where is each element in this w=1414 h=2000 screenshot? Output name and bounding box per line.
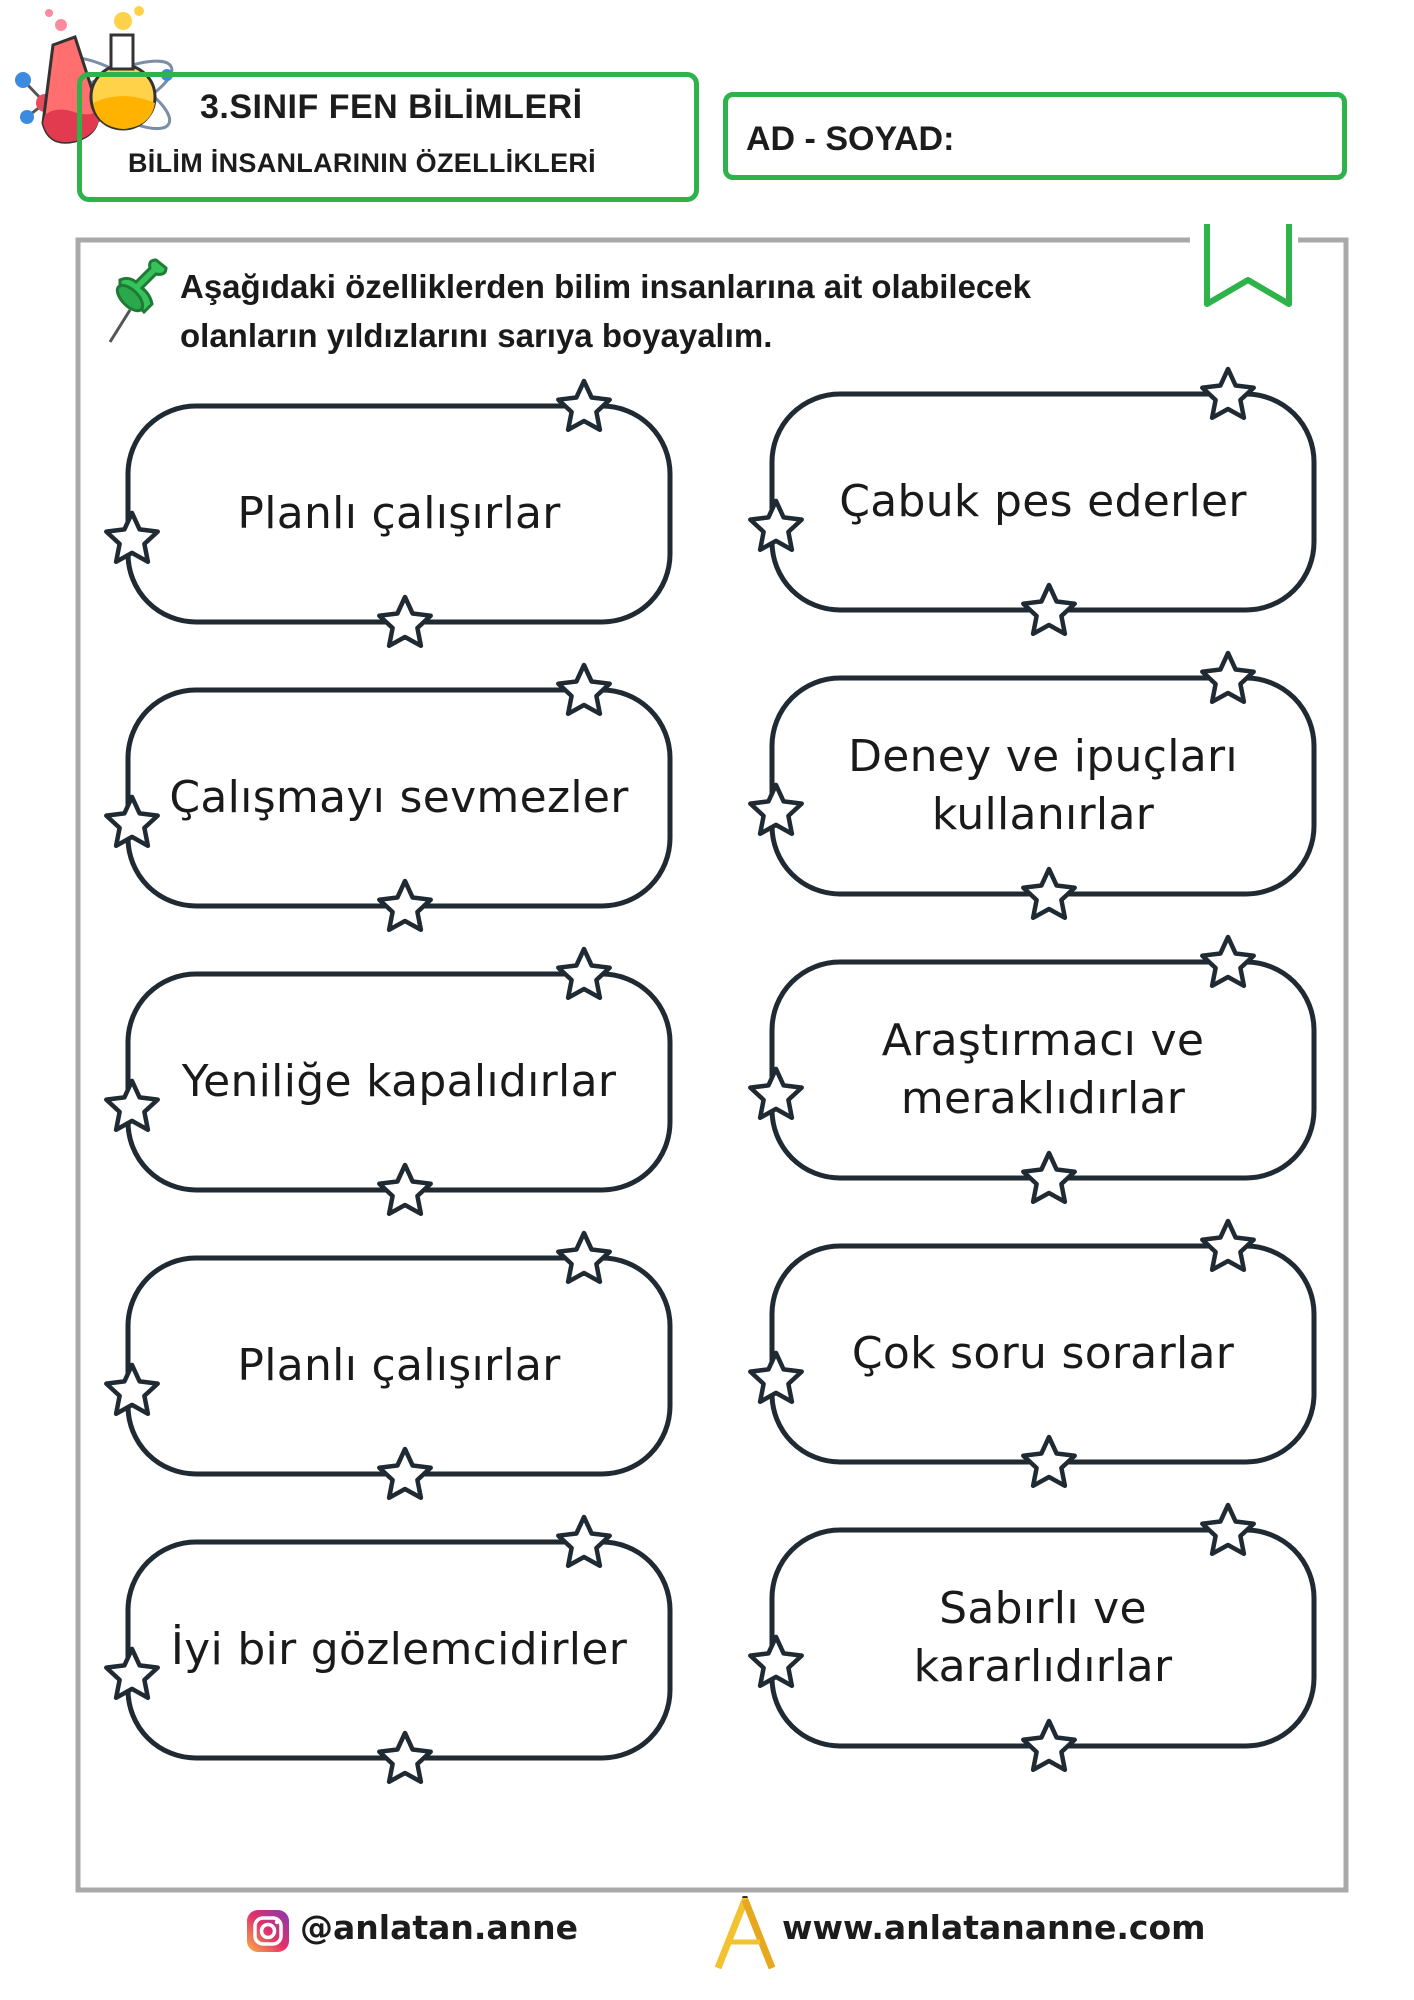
star-icon[interactable] bbox=[556, 662, 612, 717]
trait-card bbox=[104, 662, 673, 933]
instruction-line2: olanların yıldızlarını sarıya boyayalım. bbox=[180, 317, 773, 354]
bookmark-icon bbox=[1204, 224, 1292, 307]
star-icon[interactable] bbox=[556, 1230, 612, 1285]
instruction-text: Aşağıdaki özelliklerden bilim insanların… bbox=[180, 262, 1160, 360]
star-icon[interactable] bbox=[748, 1350, 804, 1405]
star-icon[interactable] bbox=[377, 1730, 433, 1785]
website-link[interactable]: www.anlatananne.com bbox=[782, 1908, 1206, 1947]
trait-card-text: Yeniliğe kapalıdırlar bbox=[181, 1056, 617, 1107]
star-icon[interactable] bbox=[556, 946, 612, 1001]
instagram-handle[interactable]: @anlatan.anne bbox=[300, 1908, 579, 1947]
star-icon[interactable] bbox=[377, 1446, 433, 1501]
lab-flask-icon bbox=[15, 6, 174, 144]
trait-card-text: Deney ve ipuçları kullanırlar bbox=[848, 731, 1238, 840]
star-icon[interactable] bbox=[748, 498, 804, 553]
star-icon[interactable] bbox=[377, 594, 433, 649]
worksheet-title: 3.SINIF FEN BİLİMLERİ bbox=[200, 88, 583, 126]
trait-card bbox=[748, 1218, 1317, 1489]
brand-a-logo bbox=[714, 1896, 776, 1970]
push-pin-icon bbox=[108, 258, 168, 343]
trait-card-text: Çok soru sorarlar bbox=[851, 1328, 1235, 1379]
star-icon[interactable] bbox=[377, 878, 433, 933]
trait-card bbox=[748, 650, 1317, 921]
trait-card-text: Araştırmacı ve meraklıdırlar bbox=[881, 1015, 1205, 1124]
name-field[interactable] bbox=[723, 92, 1347, 180]
star-icon[interactable] bbox=[104, 794, 160, 849]
star-icon[interactable] bbox=[556, 378, 612, 433]
star-icon[interactable] bbox=[1021, 1434, 1077, 1489]
trait-card-text: Planlı çalışırlar bbox=[237, 488, 561, 539]
instagram-icon bbox=[247, 1910, 289, 1952]
star-icon[interactable] bbox=[104, 1362, 160, 1417]
trait-card bbox=[104, 1230, 673, 1501]
trait-card-text: Çabuk pes ederler bbox=[839, 476, 1247, 527]
star-icon[interactable] bbox=[104, 510, 160, 565]
star-icon[interactable] bbox=[748, 1634, 804, 1689]
star-icon[interactable] bbox=[1021, 582, 1077, 637]
star-icon[interactable] bbox=[1200, 366, 1256, 421]
trait-card-text: Sabırlı ve kararlıdırlar bbox=[913, 1583, 1173, 1692]
star-icon[interactable] bbox=[104, 1078, 160, 1133]
star-icon[interactable] bbox=[1021, 1718, 1077, 1773]
trait-card bbox=[748, 1502, 1317, 1773]
star-icon[interactable] bbox=[1200, 1502, 1256, 1557]
worksheet-subtitle: BİLİM İNSANLARININ ÖZELLİKLERİ bbox=[128, 148, 596, 178]
star-icon[interactable] bbox=[377, 1162, 433, 1217]
trait-card bbox=[104, 1514, 673, 1785]
star-icon[interactable] bbox=[748, 1066, 804, 1121]
star-icon[interactable] bbox=[1200, 650, 1256, 705]
trait-card-text: Planlı çalışırlar bbox=[237, 1340, 561, 1391]
star-icon[interactable] bbox=[104, 1646, 160, 1701]
trait-card bbox=[748, 934, 1317, 1205]
star-icon[interactable] bbox=[556, 1514, 612, 1569]
trait-card bbox=[104, 946, 673, 1217]
name-label: AD - SOYAD: bbox=[746, 120, 955, 158]
trait-card-text: İyi bir gözlemcidirler bbox=[170, 1624, 628, 1675]
star-icon[interactable] bbox=[1200, 934, 1256, 989]
trait-card bbox=[104, 378, 673, 649]
star-icon[interactable] bbox=[1200, 1218, 1256, 1273]
star-icon[interactable] bbox=[1021, 866, 1077, 921]
star-icon[interactable] bbox=[1021, 1150, 1077, 1205]
star-icon[interactable] bbox=[748, 782, 804, 837]
instruction-line1: Aşağıdaki özelliklerden bilim insanların… bbox=[180, 268, 1031, 305]
title-box bbox=[77, 72, 699, 202]
trait-card-text: Çalışmayı sevmezler bbox=[169, 772, 629, 823]
trait-card bbox=[748, 366, 1317, 637]
